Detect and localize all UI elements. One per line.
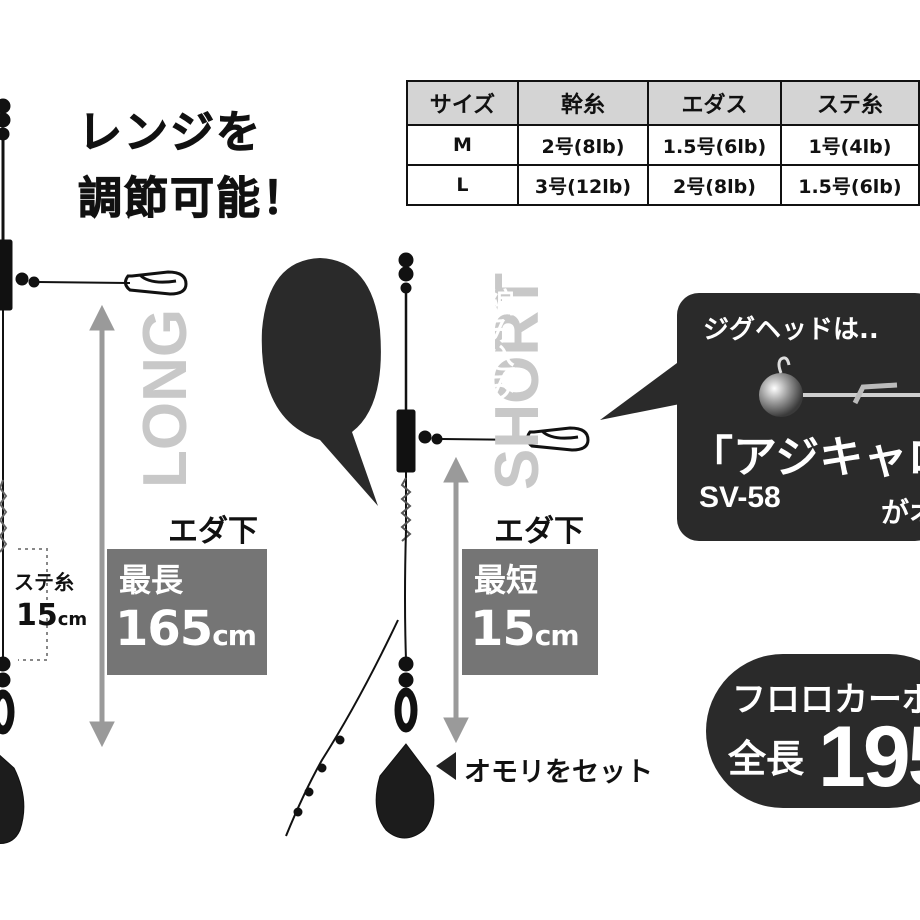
middle-leader [285, 619, 399, 837]
table-row: M 2号(8lb) 1.5号(6lb) 1号(4lb) [406, 124, 920, 166]
jig-suffix: がオ [881, 496, 920, 529]
left-top-swivel-bead [0, 98, 11, 114]
left-sute-bracket [18, 548, 48, 661]
left-branch-connector [0, 239, 13, 311]
fluorocarbon-box: フロロカーボ 全長 195 [706, 654, 920, 808]
fluoro-total-value: 195 [818, 709, 920, 805]
long-length-value: 165 [115, 601, 213, 657]
speech-bubble [261, 258, 381, 506]
bubble-text: 編み込み を移動 [276, 288, 516, 400]
jig-head-box: ジグヘッドは.. 「アジキャロ SV-58 がオ [677, 293, 920, 541]
sute-length: 15cm [16, 598, 87, 633]
sute-length-value: 15 [16, 598, 58, 633]
header-sute-line: ステ糸 [779, 80, 920, 126]
left-branch-line [37, 281, 131, 284]
long-box-title: 最長 [119, 561, 184, 599]
sute-label: ステ糸 [14, 570, 74, 594]
long-arrow [89, 304, 115, 748]
middle-snap [525, 426, 590, 452]
fluoro-total-label: 全長 [728, 737, 805, 781]
jig-code: SV-58 [699, 481, 781, 514]
table-cell: 2号(8lb) [647, 164, 782, 206]
left-snap [123, 270, 188, 296]
short-arrow [443, 456, 469, 744]
long-vertical-label: LONG [131, 309, 200, 488]
long-eda-label: エダ下 [168, 514, 258, 549]
header-branch-line: エダス [647, 80, 782, 126]
middle-sinker [375, 743, 435, 839]
bubble-text-col2: を移動 [447, 288, 480, 372]
jig-head-ball [759, 373, 803, 417]
jig-callout-pointer [600, 346, 700, 420]
long-length-unit: cm [212, 619, 257, 652]
table-cell: 2号(8lb) [516, 124, 650, 166]
middle-rig [285, 252, 590, 839]
left-lower-bead [0, 656, 11, 672]
short-length-unit: cm [534, 619, 580, 652]
table-cell: 1.5号(6lb) [779, 164, 920, 206]
middle-sute-line [404, 529, 407, 661]
short-box-title: 最短 [474, 561, 539, 599]
left-sinker [0, 754, 25, 844]
short-length-box: 最短 15cm [462, 549, 598, 675]
table-cell: 3号(12lb) [516, 164, 650, 206]
headline-line1: レンジを [78, 107, 262, 159]
fluoro-line1: フロロカーボ [732, 680, 920, 720]
middle-branch-connector [396, 409, 416, 473]
table-cell: L [406, 164, 519, 206]
headline-line2: 調節可能！ [78, 173, 308, 225]
jig-head-illustration [759, 356, 920, 417]
short-vertical-label: SHORT [483, 273, 552, 490]
long-length-box: 最長 165cm [107, 549, 267, 675]
short-eda-label: エダ下 [494, 514, 584, 549]
table-cell: 1号(4lb) [779, 124, 920, 166]
short-length-value: 15 [470, 601, 536, 657]
table-cell: 1.5号(6lb) [647, 124, 782, 166]
spec-table-header: サイズ 幹糸 エダス ステ糸 [406, 80, 920, 126]
header-main-line: 幹糸 [516, 80, 650, 126]
long-length: 165cm [115, 601, 257, 657]
short-length: 15cm [470, 601, 580, 657]
bubble-text-col1: 編み込み [483, 288, 516, 400]
sute-length-unit: cm [57, 609, 88, 630]
left-braid [0, 479, 8, 553]
table-cell: M [406, 124, 519, 166]
sinker-pointer-triangle [436, 752, 456, 780]
table-row: L 3号(12lb) 2号(8lb) 1.5号(6lb) [406, 164, 920, 206]
jig-intro: ジグヘッドは.. [703, 315, 879, 345]
sinker-note: オモリをセット [464, 757, 653, 788]
left-rig [0, 98, 188, 844]
spec-table: サイズ 幹糸 エダス ステ糸 M 2号(8lb) 1.5号(6lb) 1号(4l… [406, 80, 920, 206]
header-size: サイズ [406, 80, 519, 126]
jig-product: 「アジキャロ [689, 432, 920, 483]
